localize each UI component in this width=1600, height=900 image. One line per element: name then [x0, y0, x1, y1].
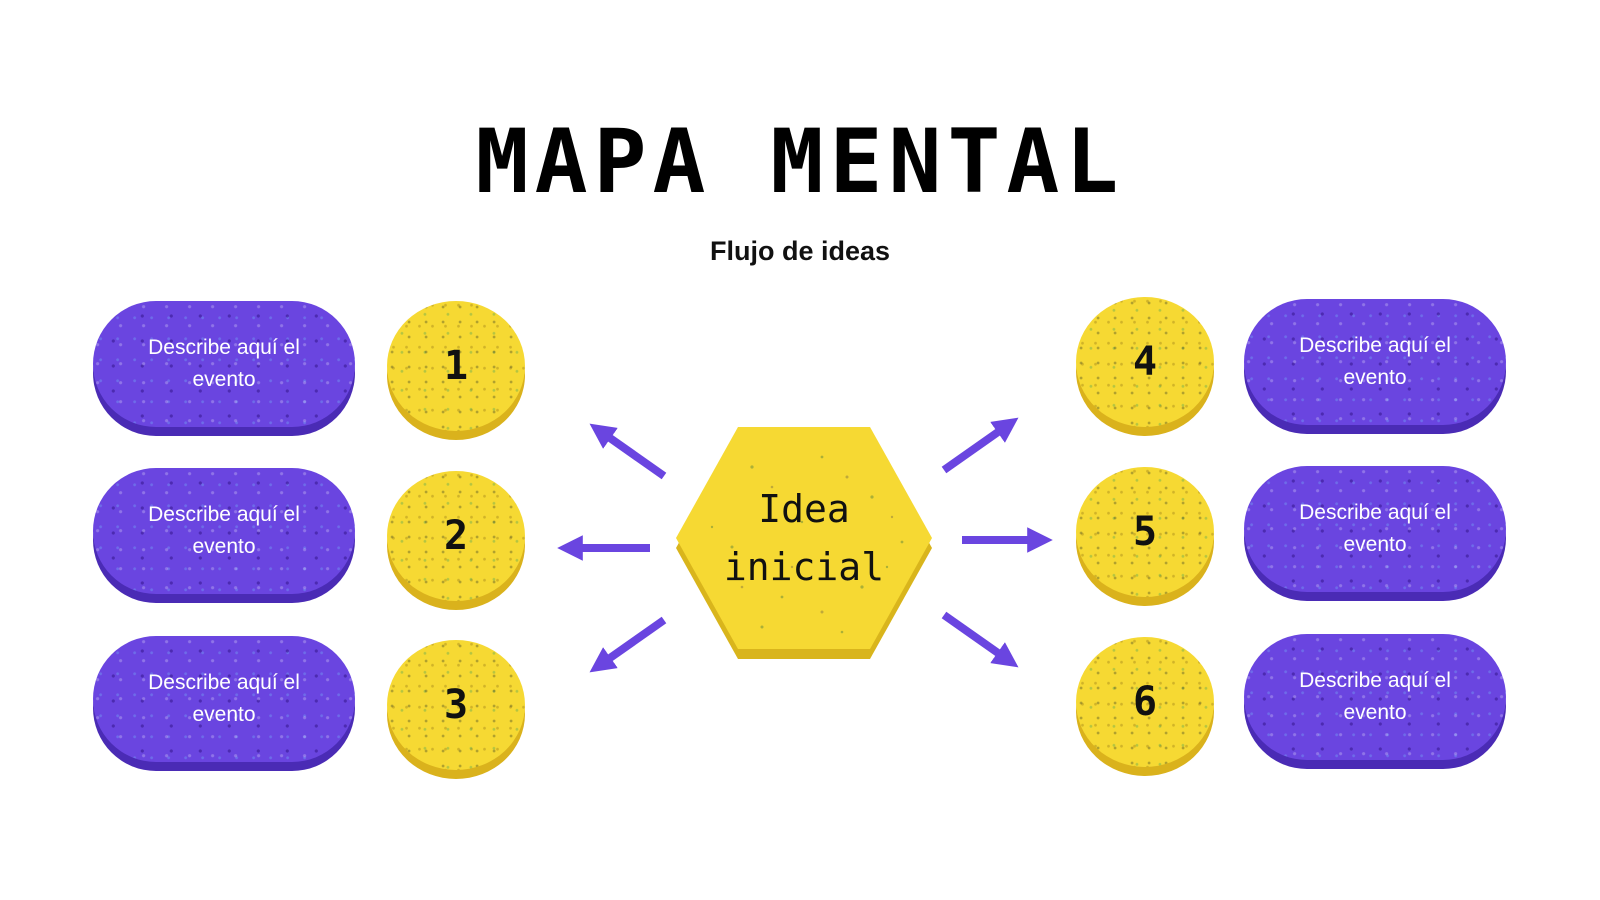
number-badge-1: 1 — [387, 301, 525, 431]
event-box-4[interactable]: Describe aquí el evento — [1244, 299, 1506, 425]
number-badge-3: 3 — [387, 640, 525, 770]
central-idea-label: Idea inicial — [723, 487, 885, 589]
arrow-to-6 — [941, 611, 1019, 668]
arrow-to-3 — [589, 616, 667, 673]
event-box-6[interactable]: Describe aquí el evento — [1244, 634, 1506, 760]
number-badge-2: 2 — [387, 471, 525, 601]
event-box-3[interactable]: Describe aquí el evento — [93, 636, 355, 762]
page-subtitle: Flujo de ideas — [709, 236, 891, 266]
event-box-1[interactable]: Describe aquí el evento — [93, 301, 355, 427]
number-badge-5: 5 — [1076, 467, 1214, 597]
arrow-to-4 — [941, 417, 1019, 474]
hexagon-shape — [676, 427, 932, 659]
central-idea-node[interactable]: Idea inicial — [672, 427, 936, 659]
event-box-2[interactable]: Describe aquí el evento — [93, 468, 355, 594]
event-box-5[interactable]: Describe aquí el evento — [1244, 466, 1506, 592]
number-badge-6: 6 — [1076, 637, 1214, 767]
arrow-to-1 — [589, 423, 667, 480]
page-title: MAPA MENTAL — [475, 110, 1125, 213]
number-badge-4: 4 — [1076, 297, 1214, 427]
